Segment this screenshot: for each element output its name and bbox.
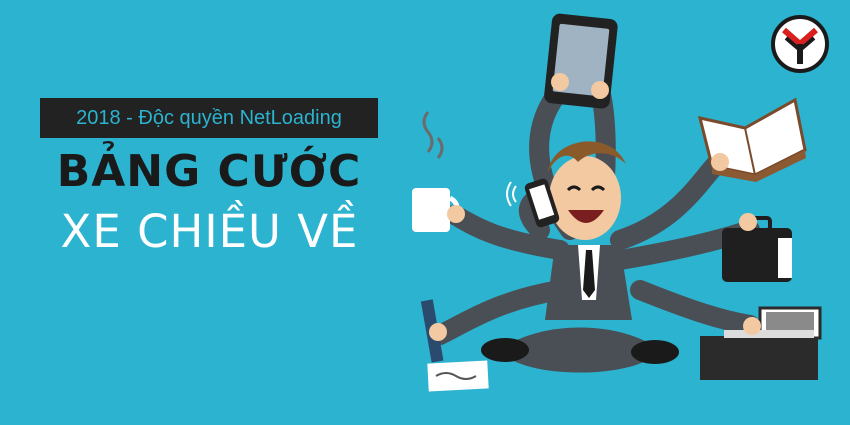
paper-icon (427, 360, 489, 392)
title-line-1: BẢNG CƯỚC (56, 146, 362, 197)
multitasking-businessman-illustration (412, 13, 822, 392)
laptop-icon (700, 306, 822, 380)
phone-icon (506, 178, 560, 228)
brand-logo-icon (771, 15, 829, 73)
title-line-2: XE CHIỀU VỀ (60, 205, 359, 258)
tagline: 2018 - Độc quyền NetLoading (40, 98, 378, 138)
